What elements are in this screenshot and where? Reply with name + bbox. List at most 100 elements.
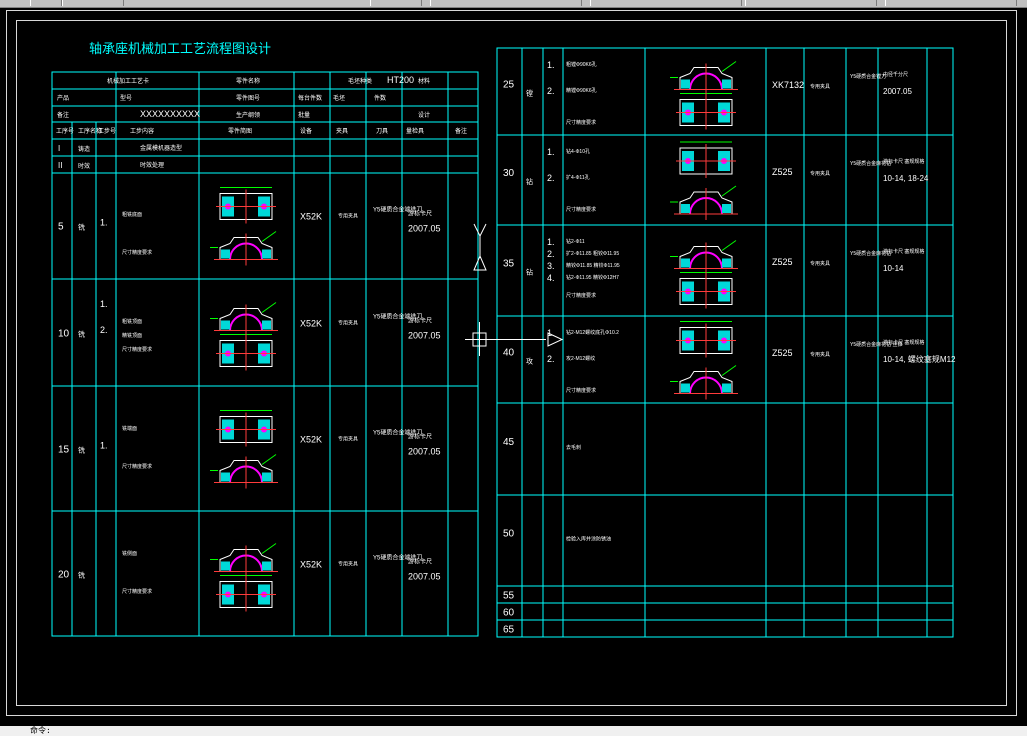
op-number: 60 [503, 608, 515, 619]
toolbar-dropdown[interactable] [885, 0, 1017, 6]
toolbar-dropdown[interactable] [430, 0, 582, 6]
op-number: 50 [503, 529, 515, 540]
up-arrow-icon [473, 223, 487, 271]
part-code: XXXXXXXXXX [140, 109, 200, 119]
machine-tool: XK7132 [772, 80, 804, 90]
annotation-symbols [465, 223, 564, 356]
column-header: 设备 [300, 127, 312, 135]
op-number: 30 [503, 168, 515, 179]
header-cell: 材料 [418, 77, 430, 85]
gauge: 游标卡尺 [408, 433, 432, 441]
op-number: 15 [58, 445, 70, 456]
part-outline [679, 371, 733, 394]
op-number: 55 [503, 591, 515, 602]
part-hatch [262, 320, 271, 330]
step-content: 尺寸精度要求 [122, 588, 152, 595]
step-number: 1. [547, 237, 555, 247]
part-hatch [722, 258, 731, 268]
step-number: 2. [547, 86, 555, 96]
step-number: 2. [547, 354, 555, 364]
machine-tool: X52K [300, 212, 322, 222]
op-number: 40 [503, 348, 515, 359]
part-outline [219, 549, 273, 572]
op-number: 45 [503, 437, 515, 448]
part-hatch [681, 204, 690, 213]
part-hatch [722, 204, 731, 213]
column-header: 备注 [455, 127, 467, 135]
step-content: 尺寸精度要求 [122, 346, 152, 353]
gauge-date: 2007.05 [408, 331, 441, 341]
dimension-line [261, 231, 277, 242]
fixture: 专用夹具 [338, 320, 358, 327]
part-hatch [221, 320, 230, 330]
roman-op-number: II [58, 161, 62, 170]
header-cell: 设计 [418, 111, 430, 119]
op-number: 20 [58, 570, 70, 581]
column-header: 刀具 [376, 128, 388, 135]
toolbar-dropdown[interactable] [370, 0, 422, 6]
command-line[interactable]: 命令: [0, 726, 1027, 736]
cutting-tool: Y5硬质合金麻花钻 [850, 250, 891, 257]
gauge: 内径千分尺 [883, 71, 908, 78]
step-content: 钻2-Φ11.95 精铰Φ12H7 [566, 274, 619, 281]
header-cell: 件数 [374, 94, 386, 102]
op-name: 铸造 [78, 145, 90, 153]
header-cell: 毛坯种类 [348, 77, 372, 85]
op-number: 5 [58, 222, 64, 233]
step-content: 钻2-M12螺纹底孔Φ10.2 [566, 329, 619, 336]
step-content: 尺寸精度要求 [566, 292, 596, 299]
step-number: 2. [547, 173, 555, 183]
step-number: 2. [547, 249, 555, 259]
part-outline [679, 246, 733, 269]
step-content: 粗镗Φ90K6孔 [566, 61, 597, 68]
step-number: 4. [547, 273, 555, 283]
part-sketch [210, 543, 278, 612]
op-number: 65 [503, 625, 515, 636]
dimension-line [261, 454, 277, 465]
header-cell: 毛坯 [333, 94, 345, 102]
fixture: 专用夹具 [810, 83, 830, 90]
cutting-tool: Y5硬质合金端铣刀 [373, 429, 422, 437]
column-header: 工步号 [98, 127, 116, 135]
header-cell: 批量 [298, 111, 310, 119]
column-header: 夹具 [336, 127, 348, 135]
part-hatch [221, 472, 230, 482]
step-content: 尺寸精度要求 [566, 387, 596, 394]
toolbar-dropdown[interactable] [745, 0, 877, 6]
op-name: 铣 [78, 446, 85, 455]
gauge: 游标卡尺 [408, 317, 432, 325]
toolbar-button[interactable] [62, 0, 124, 6]
column-header: 工步内容 [130, 127, 154, 135]
toolbar-dropdown[interactable] [590, 0, 742, 6]
op-name: 铣 [78, 223, 85, 232]
header-cell: 零件图号 [236, 94, 260, 102]
op-name: 铣 [78, 330, 85, 339]
part-sketch [670, 61, 738, 130]
op-name: 钻 [526, 177, 533, 186]
machine-tool: X52K [300, 560, 322, 570]
op-name: 时效 [78, 162, 90, 170]
op-content: 时效处理 [140, 161, 164, 169]
part-hatch [262, 472, 271, 482]
step-content: 尺寸精度要求 [122, 249, 152, 256]
cutting-tool: Y5硬质合金镗刀 [850, 73, 886, 80]
toolbar-button[interactable] [30, 0, 62, 6]
machine-tool: Z525 [772, 348, 793, 358]
step-content: 铣端面 [122, 425, 137, 432]
dimension-line [261, 302, 277, 313]
gauge-date: 10-14, 18-24 [883, 174, 929, 183]
part-outline [219, 460, 273, 483]
op-name: 镗 [526, 89, 533, 98]
step-content: 粗铣底面 [122, 211, 142, 218]
column-header: 量检具 [406, 127, 424, 135]
roman-op-number: I [58, 144, 60, 153]
step-number: 1. [547, 60, 555, 70]
step-number: 1. [547, 147, 555, 157]
part-hatch [221, 249, 230, 259]
fixture: 专用夹具 [810, 260, 830, 267]
part-sketch [670, 321, 738, 400]
op-number: 25 [503, 80, 515, 91]
gauge-date: 10-14, 螺纹塞规M12 [883, 354, 956, 364]
